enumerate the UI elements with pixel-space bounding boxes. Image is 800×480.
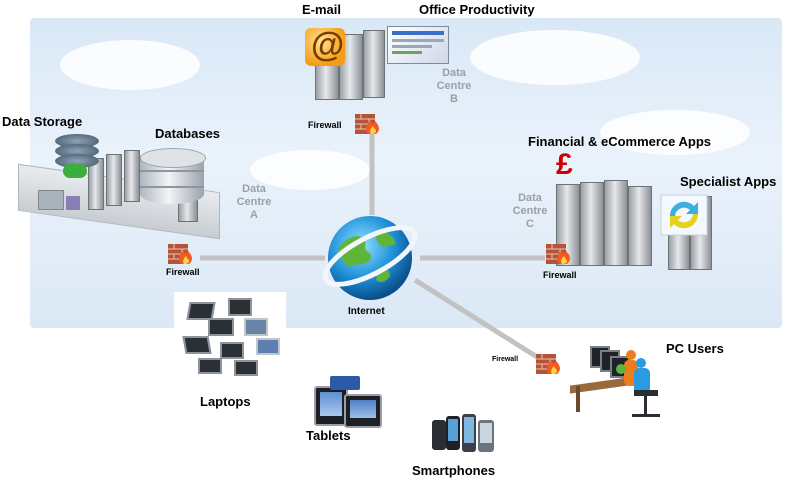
cloud: [470, 30, 640, 85]
email-label: E-mail: [302, 2, 342, 17]
cloud: [600, 110, 750, 155]
specialist-apps-label: Specialist Apps: [680, 174, 777, 189]
tablets-group: [314, 376, 382, 428]
firewall-icon: [168, 244, 192, 264]
pc-users-group: [560, 340, 664, 424]
laptops-group: [174, 292, 286, 378]
laptops-label: Laptops: [200, 394, 251, 409]
firewall-label: Firewall: [308, 120, 342, 130]
sync-arrows-icon: [660, 194, 708, 236]
pound-sign-icon: £: [556, 148, 573, 181]
databases-label: Databases: [155, 126, 221, 141]
email-icon: @: [305, 26, 345, 66]
tablets-label: Tablets: [306, 428, 351, 443]
at-sign: @: [311, 26, 345, 64]
globe-icon: [322, 216, 418, 300]
firewall-label: Firewall: [543, 270, 577, 280]
firewall-icon: [536, 354, 560, 374]
firewall-icon: [546, 244, 570, 264]
cloud: [250, 150, 370, 190]
cloud: [60, 40, 200, 90]
data-storage-label: Data Storage: [2, 114, 83, 129]
firewall-icon: [355, 114, 379, 134]
pc-users-label: PC Users: [666, 341, 724, 356]
firewall-label: Firewall: [166, 267, 200, 277]
smartphones-label: Smartphones: [412, 463, 496, 478]
internet-label: Internet: [348, 306, 385, 317]
financial-apps-label: Financial & eCommerce Apps: [528, 134, 712, 149]
smartphones-group: [432, 414, 498, 460]
firewall-label: Firewall: [492, 356, 519, 363]
office-screenshot: [387, 26, 449, 64]
database-icon: [140, 148, 206, 206]
data-storage-icon: [55, 134, 99, 180]
office-productivity-label: Office Productivity: [419, 2, 535, 17]
